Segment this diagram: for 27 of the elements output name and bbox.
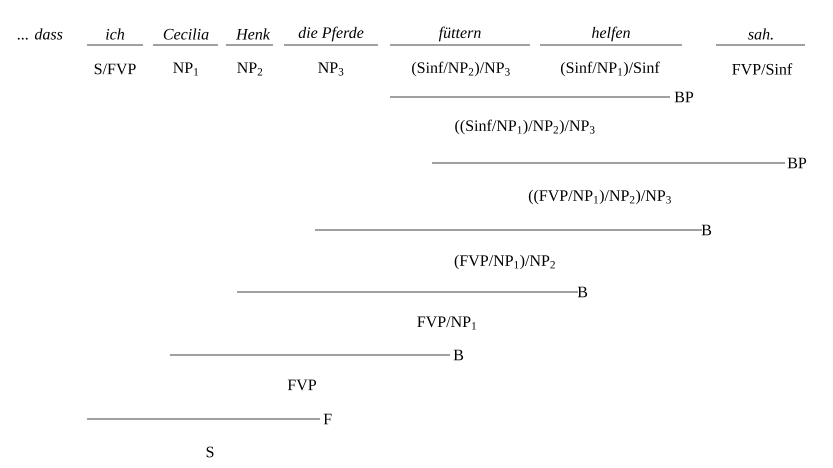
rule-label: BP [674, 92, 694, 102]
category-label: NP$_{3}$ [318, 62, 344, 76]
category-label: FVP/Sinf [732, 63, 792, 75]
word-label: sah. [748, 28, 773, 40]
rule-label: F [324, 414, 332, 424]
rule-label: B [454, 350, 464, 360]
word-label: Henk [236, 28, 270, 40]
category-label: NP$_{1}$ [173, 62, 198, 76]
rule-label: B [578, 286, 588, 298]
word-label: helfen [592, 26, 630, 42]
word-label: Cecilia [164, 28, 209, 40]
category-label: (FVP/NP$_{1}$)/NP$_{2}$ [454, 254, 555, 270]
category-label: (Sinf/NP$_{1}$)/Sinf [560, 62, 660, 76]
category-label: S/FVP [94, 64, 136, 74]
category-label: NP$_{2}$ [237, 62, 262, 76]
category-label: ((FVP/NP$_{1}$)/NP$_{2}$)/NP$_{3}$ [528, 190, 671, 204]
rule-label: B [702, 224, 712, 236]
category-label: S [206, 446, 214, 458]
category-label: FVP/NP$_{1}$ [417, 316, 476, 330]
word-label: ... dass [18, 28, 62, 40]
rule-label: BP [788, 158, 806, 168]
word-label: ich [106, 28, 124, 40]
category-label: ((Sinf/NP$_{1}$)/NP$_{2}$)/NP$_{3}$ [455, 120, 595, 134]
word-label: füttern [438, 26, 481, 42]
word-label: die Pferde [298, 26, 364, 42]
category-label: (Sinf/NP$_{2}$)/NP$_{3}$ [412, 62, 510, 76]
category-label: FVP [288, 380, 316, 390]
